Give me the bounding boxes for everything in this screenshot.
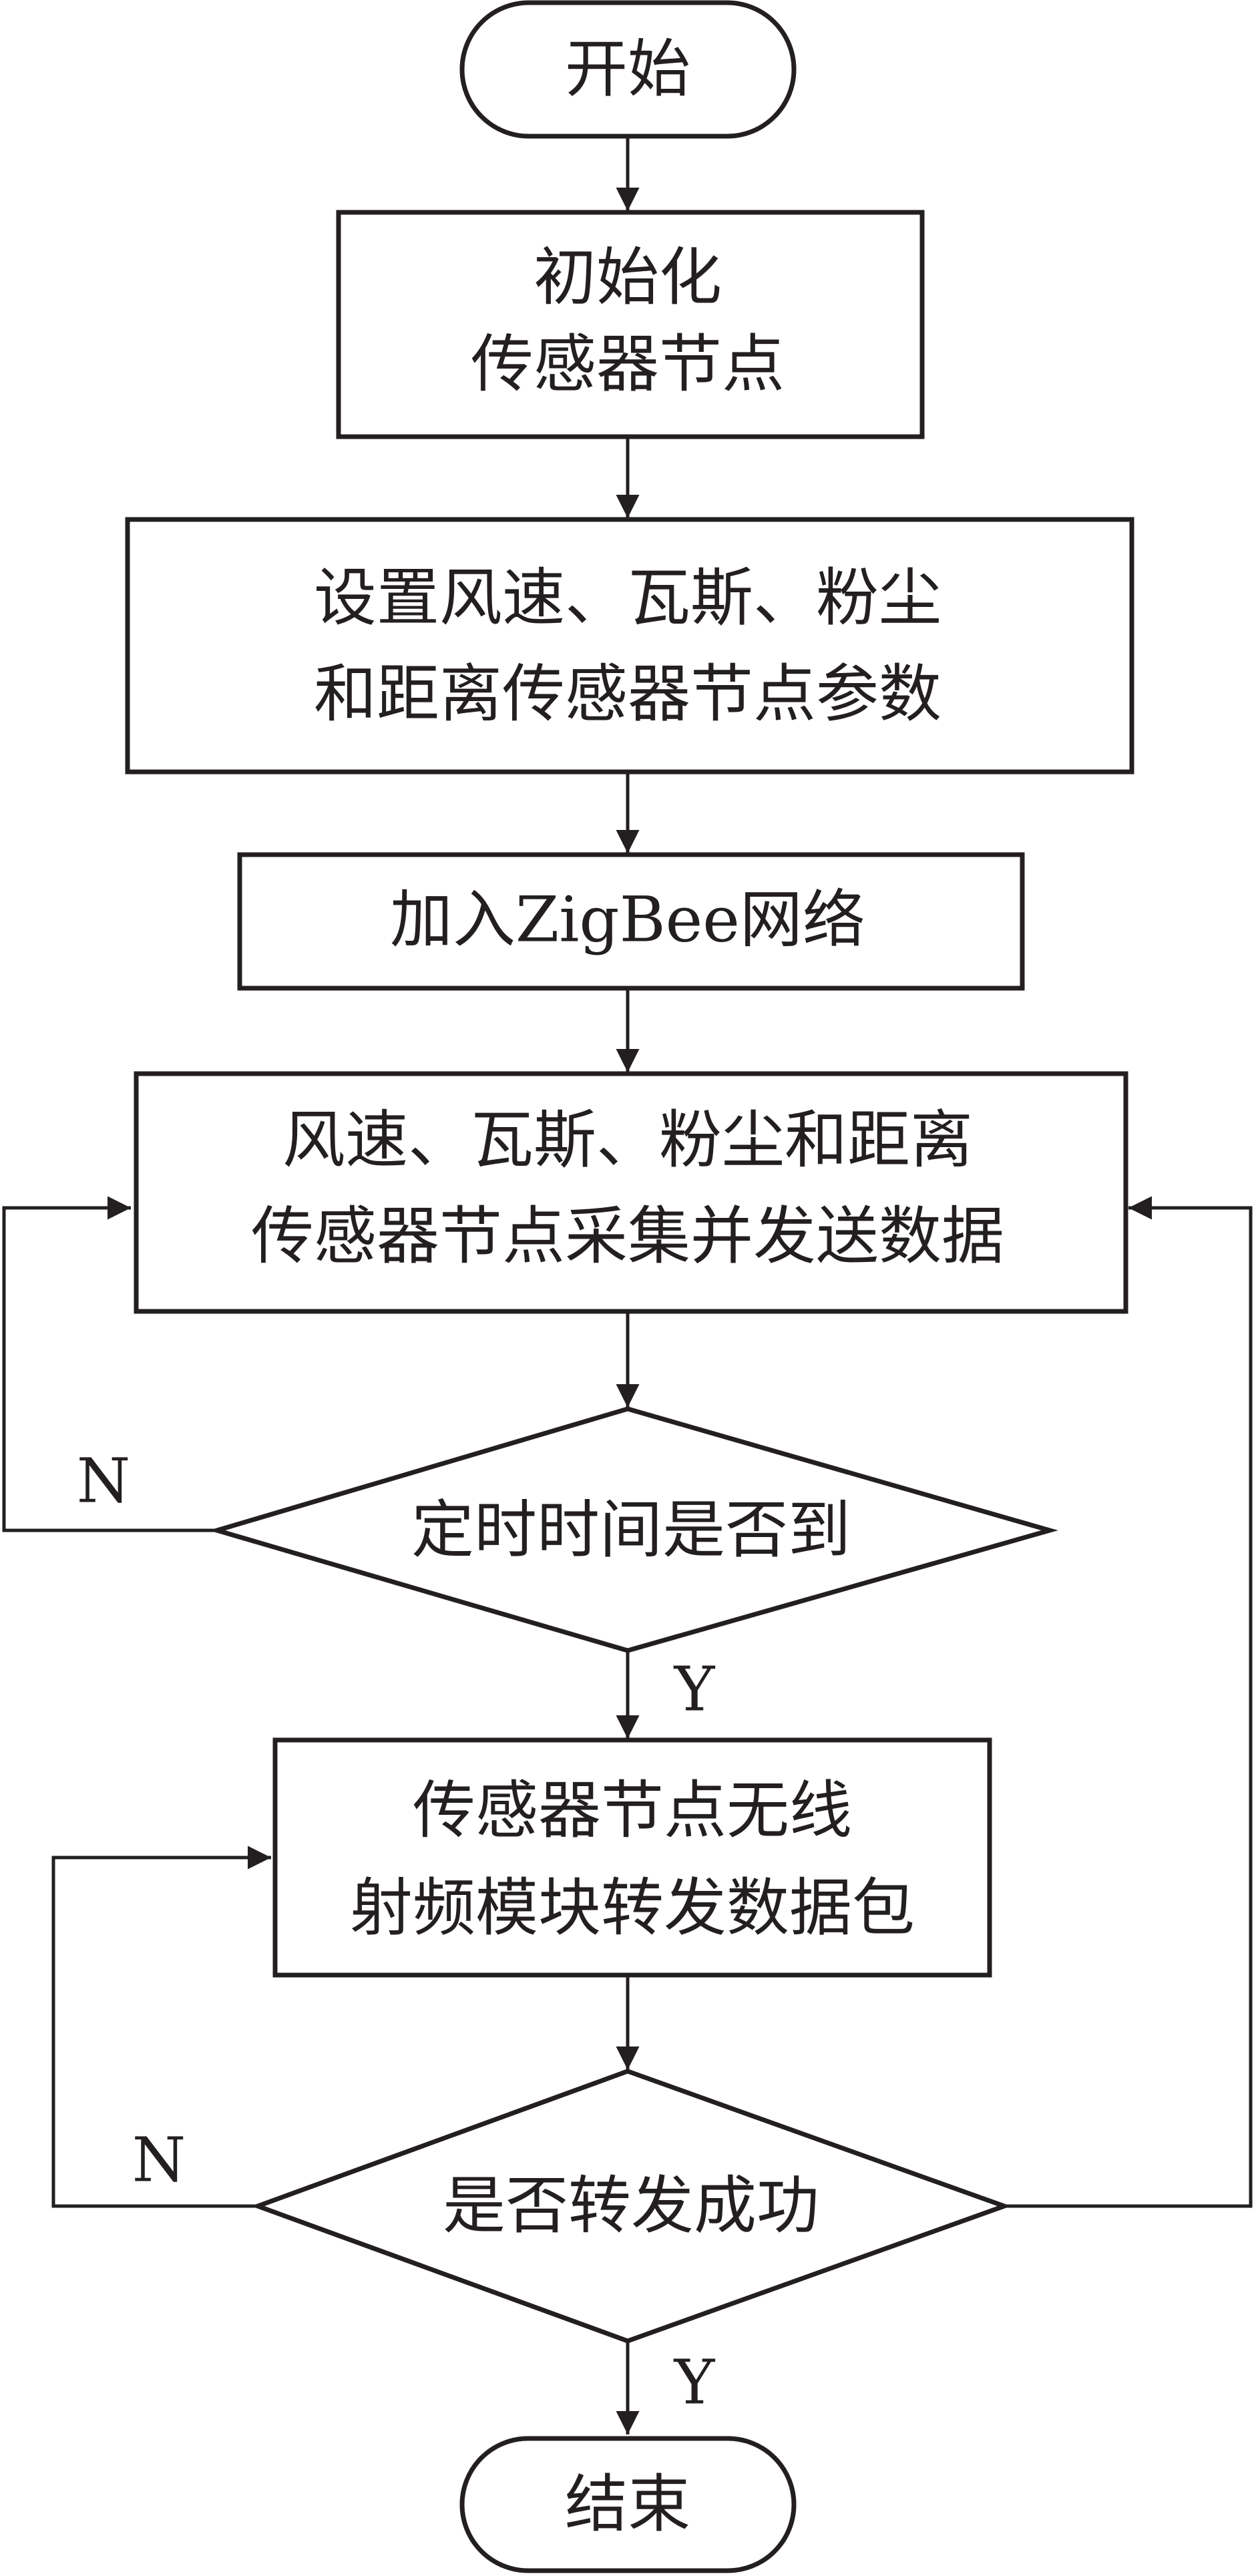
loop-timer-no-to-collect	[2, 1196, 217, 1532]
collect-label-line2: 传感器节点采集并发送数据	[251, 1201, 1004, 1273]
connectors	[2, 138, 1253, 2434]
timer-check-node: 定时时间是否到	[208, 1406, 1058, 1653]
join-network-label: 加入ZigBee网络	[390, 884, 865, 957]
set-params-node: 设置风速、瓦斯、粉尘 和距离传感器节点参数	[125, 517, 1134, 775]
loop-forward-no-to-forward	[51, 1846, 271, 2208]
join-network-node: 加入ZigBee网络	[237, 852, 1025, 991]
end-node: 结束	[459, 2436, 797, 2573]
forward-yes-label: Y	[673, 2347, 716, 2418]
forward-check-diamond	[250, 2069, 1012, 2344]
loop-forward-success-to-collect	[1004, 1196, 1253, 2208]
init-label-line2: 传感器节点	[471, 329, 785, 401]
start-terminal	[459, 0, 797, 139]
forward-box	[272, 1737, 992, 1978]
forward-label-line2: 射频模块转发数据包	[350, 1872, 915, 1945]
init-node: 初始化 传感器节点	[336, 210, 925, 439]
collect-box	[134, 1071, 1128, 1314]
forward-label-line1: 传感器节点无线	[413, 1775, 852, 1848]
join-network-box	[237, 852, 1025, 991]
timer-check-diamond	[208, 1406, 1058, 1653]
forward-no-label: N	[132, 2125, 186, 2196]
init-box	[336, 210, 925, 439]
start-node: 开始	[459, 0, 797, 139]
end-label: 结束	[565, 2468, 690, 2541]
collect-label-line1: 风速、瓦斯、粉尘和距离	[282, 1104, 973, 1177]
set-params-line1: 设置风速、瓦斯、粉尘	[314, 562, 942, 635]
forward-check-label: 是否转发成功	[443, 2170, 819, 2243]
timer-check-label: 定时时间是否到	[411, 1494, 851, 1567]
timer-yes-label: Y	[673, 1654, 716, 1725]
start-label: 开始	[565, 33, 690, 106]
end-terminal	[459, 2436, 797, 2573]
set-params-box	[125, 517, 1134, 775]
forward-check-node: 是否转发成功	[250, 2069, 1012, 2344]
collect-node: 风速、瓦斯、粉尘和距离 传感器节点采集并发送数据	[134, 1071, 1128, 1314]
set-params-line2: 和距离传感器节点参数	[314, 658, 942, 731]
forward-node: 传感器节点无线 射频模块转发数据包	[272, 1737, 992, 1978]
init-label-line1: 初始化	[534, 242, 722, 314]
timer-no-label: N	[77, 1446, 131, 1517]
